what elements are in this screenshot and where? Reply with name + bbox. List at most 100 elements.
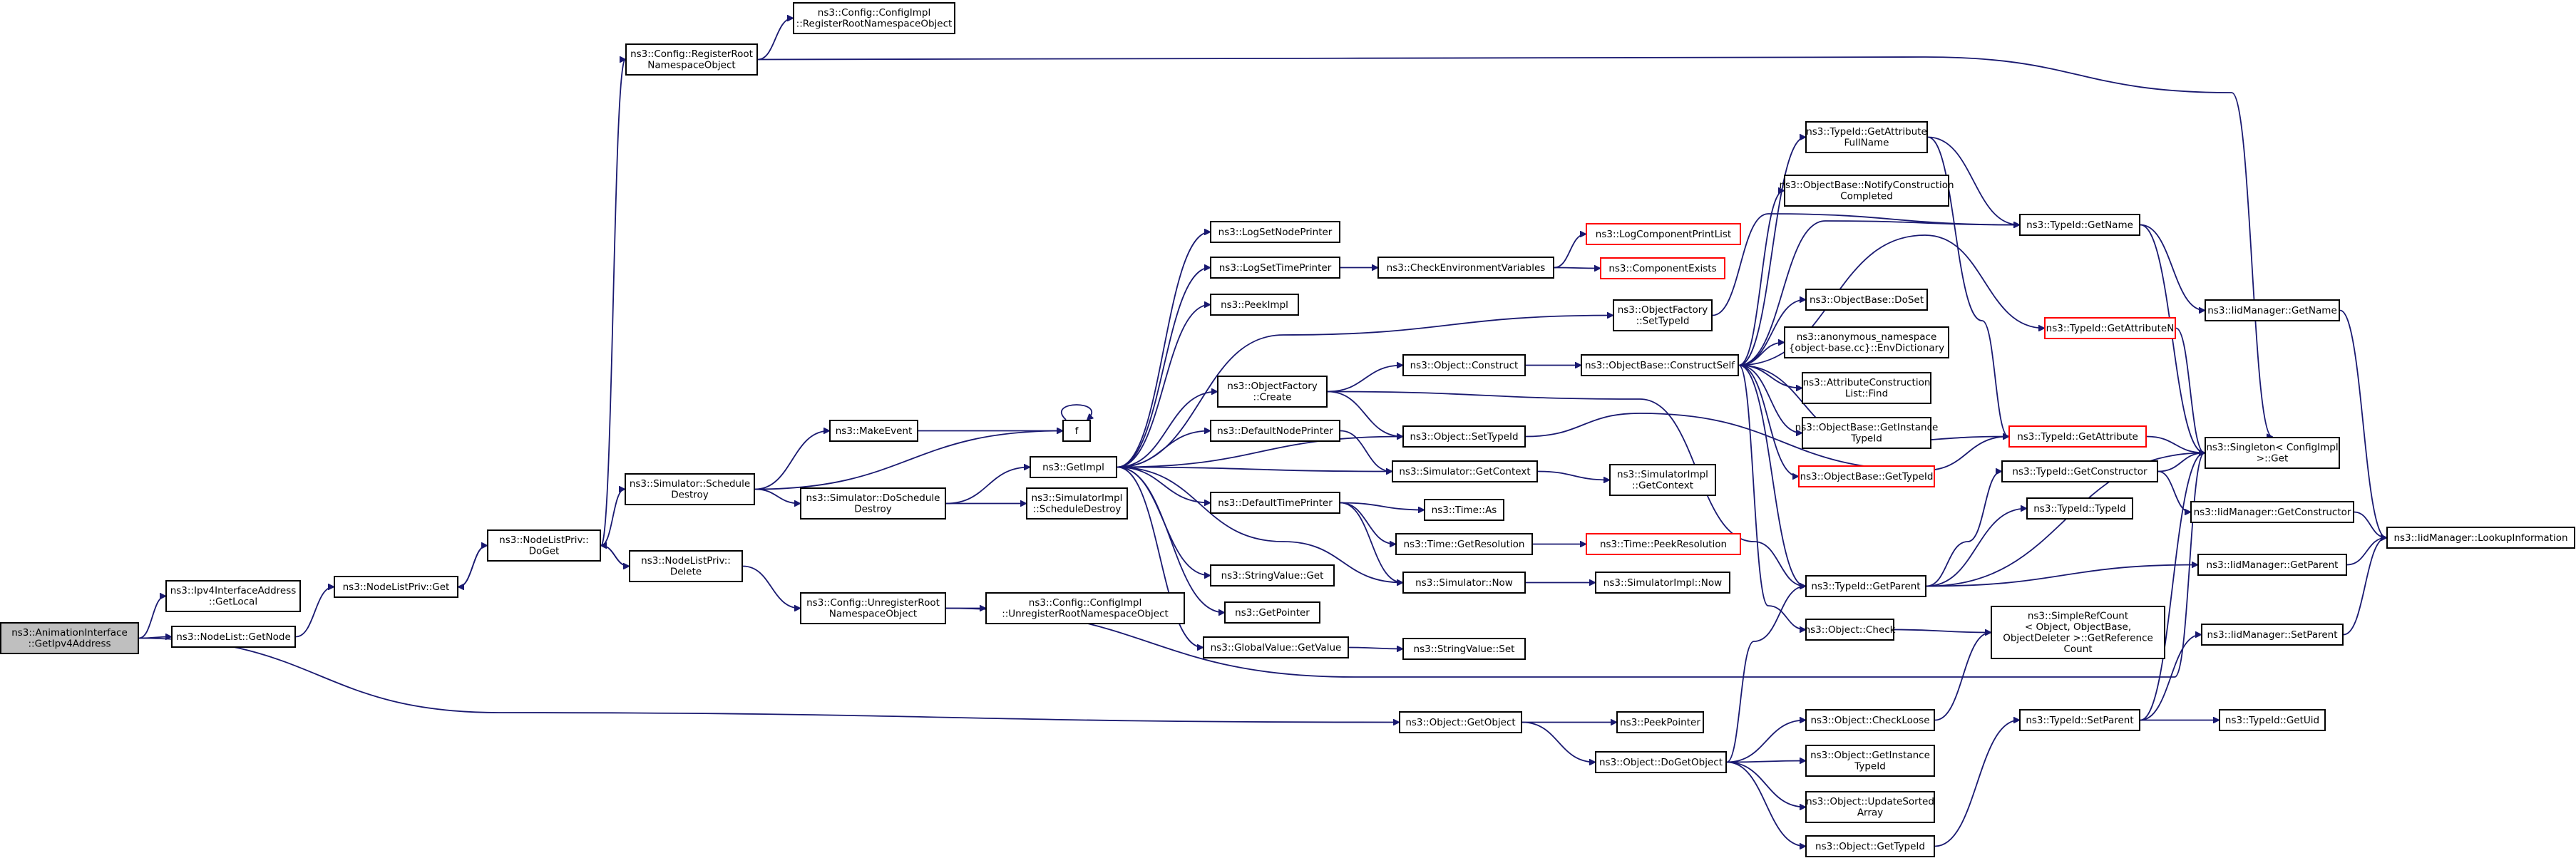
edge-nlpdelete-to-nlpdoget: [601, 546, 630, 567]
node-iidmgetparent[interactable]: ns3::IidManager::GetParent: [2197, 554, 2347, 576]
node-defnode[interactable]: ns3::DefaultNodePrinter: [1210, 420, 1340, 442]
node-singleton[interactable]: ns3::Singleton< ConfigImpl>::Get: [2205, 437, 2340, 469]
node-iidmsetparent[interactable]: ns3::IidManager::SetParent: [2201, 624, 2344, 646]
node-cfgunreg[interactable]: ns3::Config::UnregisterRootNamespaceObje…: [800, 592, 946, 624]
node-objcheckloose[interactable]: ns3::Object::CheckLoose: [1805, 709, 1935, 731]
node-compexists[interactable]: ns3::ComponentExists: [1600, 257, 1725, 279]
edge-line: [1537, 470, 1609, 480]
node-label: ns3::TypeId::TypeId: [2033, 503, 2126, 515]
node-label: ns3::Config::RegisterRoot: [630, 48, 753, 60]
node-cfgimplunreg[interactable]: ns3::Config::ConfigImpl::UnregisterRootN…: [985, 592, 1185, 624]
node-tidgetuid[interactable]: ns3::TypeId::GetUid: [2219, 709, 2326, 731]
node-label: TypeId: [1854, 761, 1886, 772]
node-label: < Object, ObjectBase,: [2025, 621, 2131, 633]
node-logsettime[interactable]: ns3::LogSetTimePrinter: [1210, 257, 1340, 279]
node-box: [171, 626, 296, 648]
edge-line: [1117, 466, 1203, 648]
node-nlpget[interactable]: ns3::NodeListPriv::Get: [334, 576, 458, 598]
node-objsettypeid[interactable]: ns3::Object::SetTypeId: [1402, 425, 1526, 448]
node-timegetres[interactable]: ns3::Time::GetResolution: [1395, 533, 1533, 555]
edge-getimpl-to-gvgetvalue: [1117, 466, 1203, 648]
node-objfsettid[interactable]: ns3::ObjectFactory::SetTypeId: [1613, 299, 1713, 331]
node-iidmgetname[interactable]: ns3::IidManager::GetName: [2205, 299, 2340, 321]
node-peekimpl[interactable]: ns3::PeekImpl: [1210, 294, 1299, 316]
node-objcheck[interactable]: ns3::Object::Check: [1805, 619, 1896, 641]
node-box: [1991, 606, 2165, 659]
node-objdogetobj[interactable]: ns3::Object::DoGetObject: [1595, 751, 1727, 773]
node-label: ns3::Object::GetObject: [1405, 717, 1515, 728]
node-nlpdoget[interactable]: ns3::NodeListPriv::DoGet: [487, 529, 601, 562]
node-nlpdelete[interactable]: ns3::NodeListPriv::Delete: [629, 550, 743, 582]
node-getpointer[interactable]: ns3::GetPointer: [1224, 601, 1320, 624]
edge-line: [1554, 234, 1586, 269]
node-getimpl[interactable]: ns3::GetImpl: [1030, 456, 1117, 478]
node-simimplgetctx[interactable]: ns3::SimulatorImpl::GetContext: [1609, 464, 1716, 496]
node-obgettid[interactable]: ns3::ObjectBase::GetTypeId: [1798, 465, 1935, 487]
node-objconstruct[interactable]: ns3::Object::Construct: [1402, 354, 1526, 376]
node-cfgreg[interactable]: ns3::Config::RegisterRootNamespaceObject: [625, 43, 758, 76]
node-box: [2205, 437, 2340, 469]
edge-line: [1340, 502, 1395, 544]
node-tidgetname[interactable]: ns3::TypeId::GetName: [2019, 214, 2140, 236]
node-simplerc[interactable]: ns3::SimpleRefCount< Object, ObjectBase,…: [1991, 606, 2165, 659]
node-box: [1600, 257, 1725, 279]
node-label: NamespaceObject: [647, 60, 735, 71]
node-box: [985, 592, 1185, 624]
node-peekpointer[interactable]: ns3::PeekPointer: [1616, 711, 1704, 733]
node-logcompprint[interactable]: ns3::LogComponentPrintList: [1586, 223, 1741, 245]
node-checkenv[interactable]: ns3::CheckEnvironmentVariables: [1377, 257, 1554, 279]
edge-objdogetobj-to-objgetinsttid: [1726, 761, 1805, 763]
node-cfgimplreg[interactable]: ns3::Config::ConfigImpl::RegisterRootNam…: [793, 2, 955, 34]
node-box: [1217, 376, 1328, 408]
node-box: [625, 473, 755, 505]
node-deftime[interactable]: ns3::DefaultTimePrinter: [1210, 492, 1340, 514]
node-objgetobj[interactable]: ns3::Object::GetObject: [1399, 711, 1522, 733]
node-ipv4local[interactable]: ns3::Ipv4InterfaceAddress::GetLocal: [165, 580, 301, 612]
edge-checkenv-to-compexists: [1554, 268, 1600, 269]
node-timeas[interactable]: ns3::Time::As: [1424, 499, 1504, 521]
edge-getimpl-to-simnow: [1117, 466, 1402, 583]
node-tidgetparent[interactable]: ns3::TypeId::GetParent: [1805, 575, 1926, 597]
node-obdoset[interactable]: ns3::ObjectBase::DoSet: [1805, 289, 1928, 311]
node-simimplschedd[interactable]: ns3::SimulatorImpl::ScheduleDestroy: [1026, 487, 1128, 520]
node-label: ns3::SimulatorImpl: [1617, 469, 1708, 480]
node-root[interactable]: ns3::AnimationInterface::GetIpv4Address: [0, 622, 139, 654]
node-iidmlookup[interactable]: ns3::IidManager::LookupInformation: [2386, 527, 2575, 549]
node-nlgetnode[interactable]: ns3::NodeList::GetNode: [171, 626, 296, 648]
node-simnow[interactable]: ns3::Simulator::Now: [1402, 572, 1526, 594]
node-simgetctx[interactable]: ns3::Simulator::GetContext: [1392, 460, 1538, 482]
node-simschedd[interactable]: ns3::Simulator::ScheduleDestroy: [625, 473, 755, 505]
node-obconstself[interactable]: ns3::ObjectBase::ConstructSelf: [1581, 354, 1739, 376]
node-tidgetattr[interactable]: ns3::TypeId::GetAttribute: [2008, 425, 2147, 448]
node-logsetnode[interactable]: ns3::LogSetNodePrinter: [1210, 221, 1340, 243]
node-box: [1424, 499, 1504, 521]
node-box: [2019, 709, 2140, 731]
node-tidtypeid[interactable]: ns3::TypeId::TypeId: [2026, 497, 2133, 520]
node-simimplnow[interactable]: ns3::SimulatorImpl::Now: [1595, 572, 1730, 594]
edge-line: [2146, 435, 2205, 453]
node-f[interactable]: f: [1062, 420, 1091, 442]
edge-tidgetctor-to-iidmgetctor: [2157, 470, 2190, 512]
node-tidgetctor[interactable]: ns3::TypeId::GetConstructor: [2001, 460, 2158, 482]
node-strvalget[interactable]: ns3::StringValue::Get: [1210, 564, 1335, 586]
edge-line: [2175, 327, 2205, 453]
node-gvgetvalue[interactable]: ns3::GlobalValue::GetValue: [1203, 636, 1349, 658]
node-objfcreate[interactable]: ns3::ObjectFactory::Create: [1217, 376, 1328, 408]
node-strvalset[interactable]: ns3::StringValue::Set: [1402, 638, 1526, 660]
node-iidmgetctor[interactable]: ns3::IidManager::GetConstructor: [2190, 501, 2354, 523]
node-obnotify[interactable]: ns3::ObjectBase::NotifyConstructionCompl…: [1779, 175, 1954, 207]
node-tidgetattrn[interactable]: ns3::TypeId::GetAttributeN: [2044, 317, 2176, 339]
node-tidsetparent[interactable]: ns3::TypeId::SetParent: [2019, 709, 2140, 731]
node-anonenv[interactable]: ns3::anonymous_namespace{object-base.cc}…: [1784, 326, 1949, 358]
node-timepeekres[interactable]: ns3::Time::PeekResolution: [1586, 533, 1741, 555]
node-label: DoGet: [529, 546, 560, 557]
node-objgettid[interactable]: ns3::Object::GetTypeId: [1805, 835, 1935, 857]
node-makeevent[interactable]: ns3::MakeEvent: [829, 420, 918, 442]
